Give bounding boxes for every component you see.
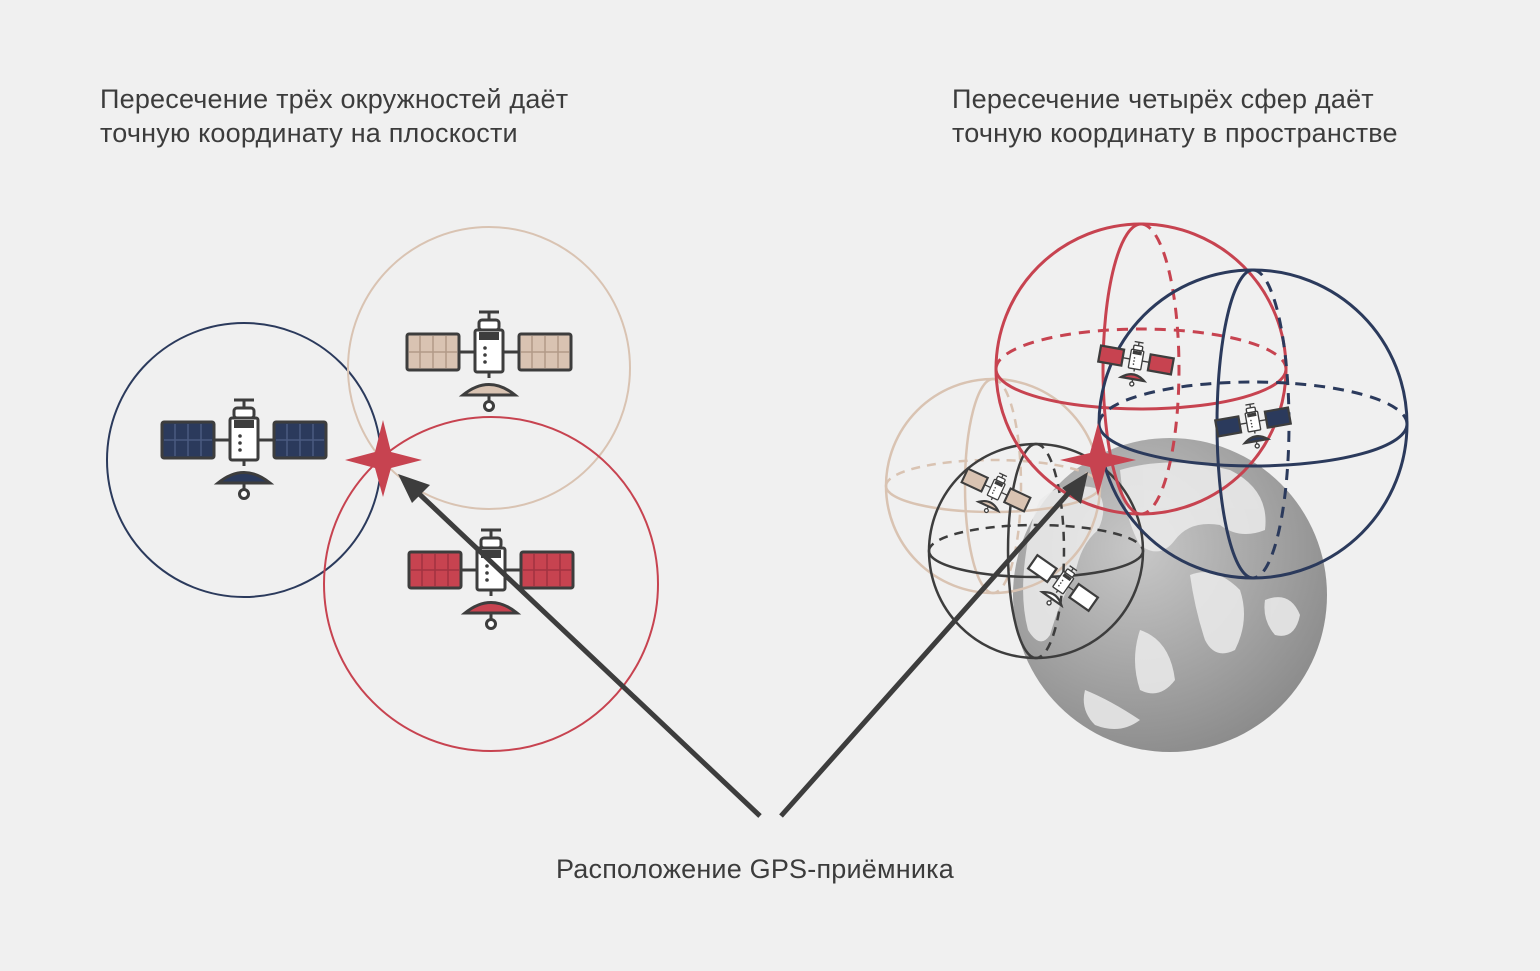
- navy-satellite-icon: [160, 398, 328, 500]
- left-caption-line2: точную координату на плоскости: [100, 118, 518, 148]
- navy-sphere: [1097, 268, 1409, 580]
- beige-small-satellite-icon: [960, 467, 1032, 519]
- left-arrow-icon: [398, 474, 762, 818]
- red-satellite-icon: [407, 528, 575, 630]
- right-arrow-icon: [779, 472, 1088, 818]
- receiver-label: Расположение GPS-приёмника: [556, 854, 954, 884]
- red-circle: [323, 416, 659, 752]
- right-caption-line1: Пересечение четырёх сфер даёт: [952, 84, 1374, 114]
- right-intersection-star-icon: [1060, 423, 1136, 496]
- navy-small-satellite-icon: [1213, 401, 1293, 451]
- red-small-satellite-icon: [1096, 339, 1176, 389]
- left-caption-line1: Пересечение трёх окружностей даёт: [100, 84, 569, 114]
- beige-circle: [347, 226, 631, 510]
- beige-satellite-icon: [405, 310, 573, 412]
- earth-globe: [1013, 438, 1327, 752]
- left-intersection-star-icon: [345, 420, 422, 497]
- red-sphere: [994, 222, 1288, 516]
- white-small-satellite-icon: [1026, 553, 1100, 613]
- right-caption-line2: точную координату в пространстве: [952, 118, 1398, 148]
- left-caption: Пересечение трёх окружностей даёт точную…: [100, 82, 568, 150]
- right-caption: Пересечение четырёх сфер даёт точную коо…: [952, 82, 1398, 150]
